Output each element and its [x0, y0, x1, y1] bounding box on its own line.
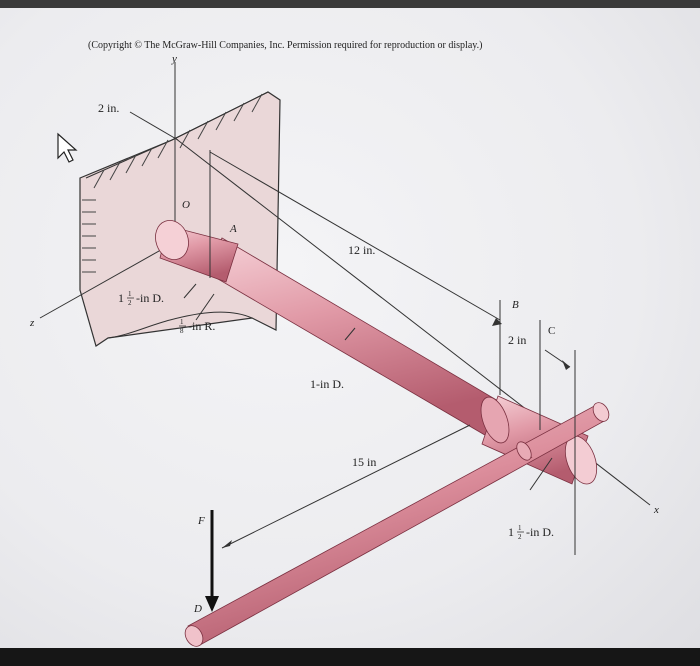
diagram-labels: 2 in. O A 12 in. B 2 in C 1-in D. 15 in … [98, 101, 555, 615]
z-axis [39, 241, 176, 319]
svg-text:-in D.: -in D. [136, 291, 164, 305]
bottom-edge [0, 648, 700, 666]
svg-text:8: 8 [180, 327, 184, 335]
fillet-radius-label: 1 8 -in R. [179, 318, 215, 335]
x-axis-label: x [653, 504, 659, 516]
z-axis-label: z [29, 317, 35, 329]
dim-15in-label: 15 in [352, 455, 376, 469]
y-axis-label: y [171, 53, 177, 65]
force-arrow [205, 510, 219, 612]
svg-text:1: 1 [518, 524, 522, 532]
shaft-diameter-label: 1-in D. [310, 377, 344, 391]
svg-text:1: 1 [128, 290, 132, 298]
main-shaft [155, 220, 598, 485]
mouse-cursor-icon [57, 132, 78, 163]
point-a-label: A [229, 223, 237, 235]
dim-12in-label: 12 in. [348, 243, 375, 257]
dimension-lines [129, 111, 576, 555]
base-diameter-label: 1 1 2 -in D. [118, 290, 164, 307]
dim-2in-label: 2 in [508, 333, 526, 347]
point-b-label: B [512, 299, 519, 311]
svg-text:-in D.: -in D. [526, 525, 554, 539]
lever-arm [184, 402, 610, 647]
svg-text:2: 2 [128, 299, 132, 307]
svg-text:1: 1 [508, 525, 514, 539]
dim-offset-label: 2 in. [98, 101, 119, 115]
svg-text:1: 1 [180, 318, 184, 326]
point-o-label: O [182, 199, 190, 211]
svg-text:2: 2 [518, 533, 522, 541]
point-d-label: D [193, 603, 202, 615]
copyright-notice: (Copyright © The McGraw-Hill Companies, … [88, 40, 482, 51]
end-diameter-label: 1 1 2 -in D. [508, 524, 554, 541]
svg-text:1: 1 [118, 291, 124, 305]
wall-support [79, 91, 281, 347]
svg-text:-in R.: -in R. [188, 319, 215, 333]
point-c-label: C [548, 325, 555, 337]
force-f-label: F [197, 515, 205, 527]
